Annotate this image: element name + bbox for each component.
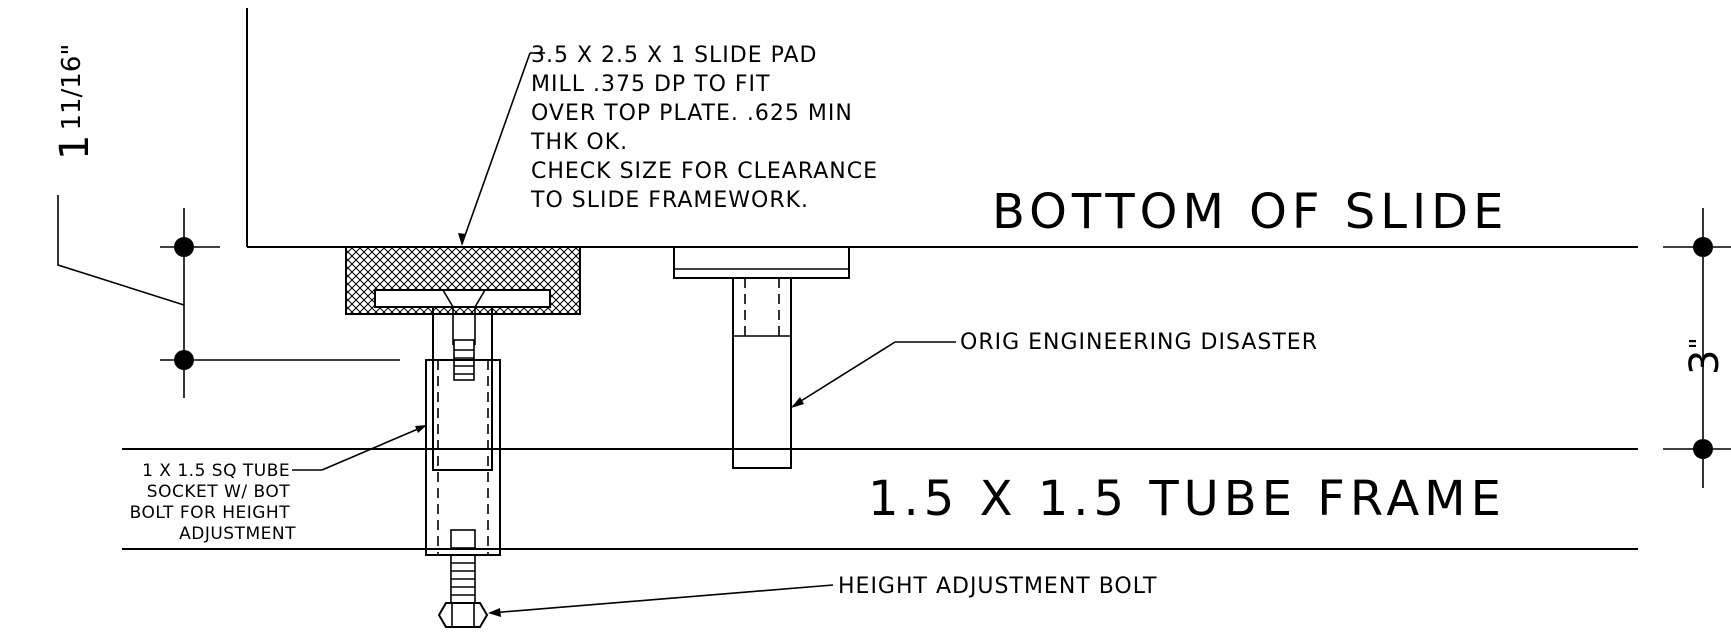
tube-frame-lines	[122, 448, 1638, 550]
bottom-of-slide-label: BOTTOM OF SLIDE	[992, 184, 1508, 240]
left-dimension-label: 111/16"	[52, 44, 98, 160]
leader-lines	[292, 52, 956, 617]
height-bolt-label: HEIGHT ADJUSTMENT BOLT	[838, 574, 1157, 599]
tube-frame-label: 1.5 X 1.5 TUBE FRAME	[868, 471, 1506, 527]
right-dimension	[1663, 208, 1731, 488]
left-dimension	[57, 195, 400, 398]
slide-pad	[345, 246, 581, 315]
original-post	[673, 246, 850, 469]
socket-note: 1 X 1.5 SQ TUBE SOCKET W/ BOT BOLT FOR H…	[130, 461, 296, 544]
new-post-assembly	[425, 306, 501, 556]
right-dimension-label: 3"	[1682, 338, 1728, 375]
height-adjustment-bolt	[437, 529, 489, 628]
orig-engineering-label: ORIG ENGINEERING DISASTER	[960, 330, 1318, 355]
pad-note: 3.5 X 2.5 X 1 SLIDE PAD MILL .375 DP TO …	[530, 43, 886, 213]
